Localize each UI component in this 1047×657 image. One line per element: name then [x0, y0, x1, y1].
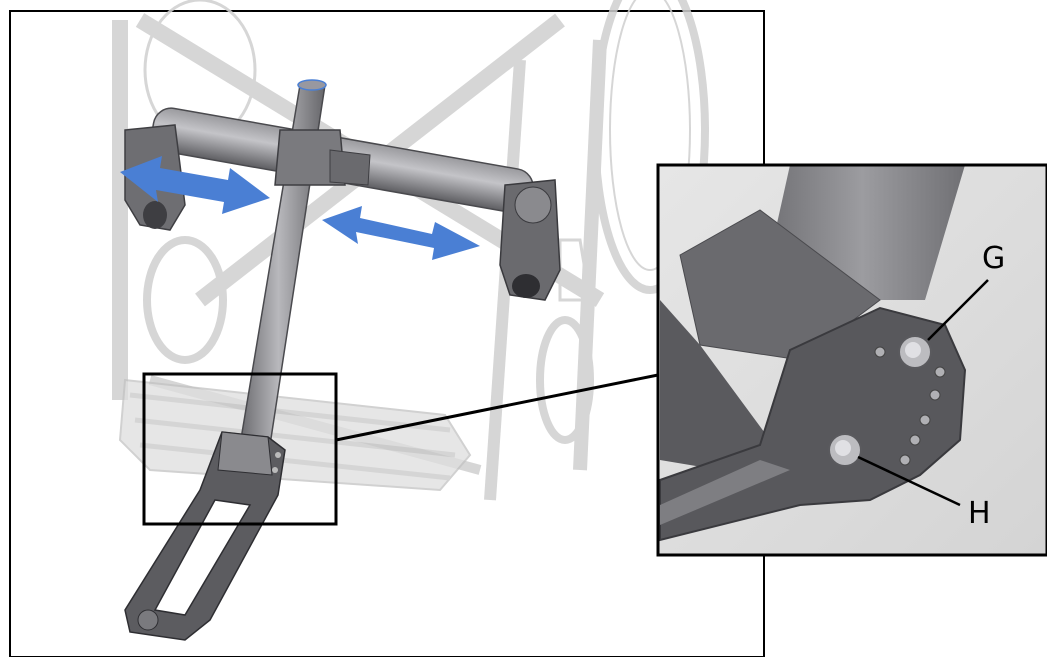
ghost-footplate [118, 378, 472, 492]
detail-leader-line [335, 373, 659, 442]
callout-h-label: H [968, 496, 991, 531]
main-view-frame [9, 10, 765, 657]
right-clamp [499, 179, 561, 301]
zoom-inset [656, 163, 1047, 557]
adjust-arrow-left [120, 156, 270, 214]
callout-g-leader [927, 279, 989, 341]
double-headed-arrow-icon [120, 156, 270, 214]
double-headed-arrow-icon [322, 206, 480, 260]
callout-h-leader [857, 455, 961, 507]
adjustment-holes [874, 346, 946, 466]
adjust-arrow-right [322, 206, 480, 260]
footrest-arm [124, 431, 286, 641]
callout-g-label: G [982, 241, 1005, 276]
detail-highlight-box [142, 372, 338, 526]
bolt-h [828, 433, 862, 467]
bolt-g [898, 335, 932, 369]
